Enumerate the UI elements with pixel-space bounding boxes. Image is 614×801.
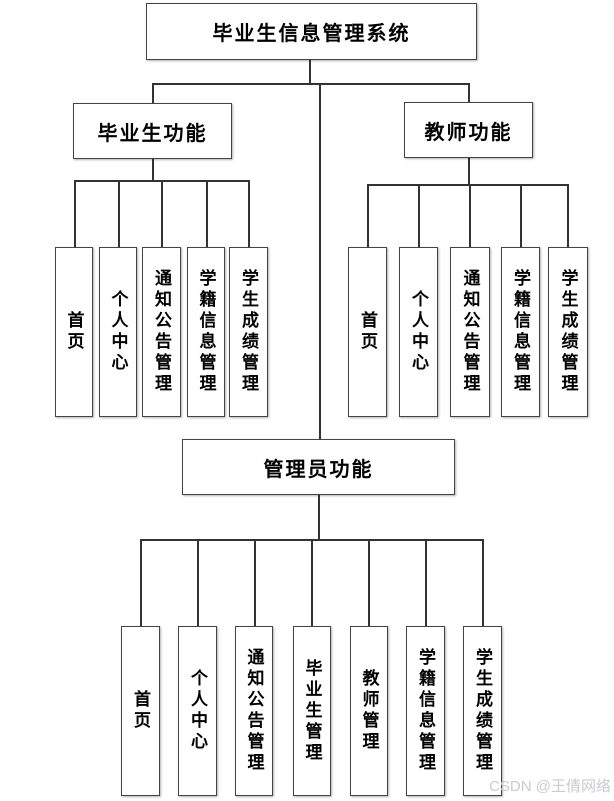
admin-leaf-grade-management: 学生成绩管理 <box>463 626 502 796</box>
connector-line <box>368 539 370 626</box>
teacher-leaf-home: 首页 <box>348 247 387 417</box>
connector-line <box>309 60 311 83</box>
connector-line <box>468 83 470 102</box>
connector-line <box>367 184 369 247</box>
root-node: 毕业生信息管理系统 <box>146 3 477 60</box>
graduate-leaf-personal-center: 个人中心 <box>99 247 137 417</box>
admin-leaf-home: 首页 <box>121 626 160 796</box>
connector-line <box>469 184 471 247</box>
connector-line <box>425 539 427 626</box>
teacher-leaf-personal-center: 个人中心 <box>399 247 438 417</box>
teacher-branch-node: 教师功能 <box>404 102 533 158</box>
graduate-leaf-student-status-management: 学籍信息管理 <box>187 247 225 417</box>
teacher-leaf-grade-management: 学生成绩管理 <box>548 247 588 417</box>
teacher-leaf-notice-management: 通知公告管理 <box>450 247 490 417</box>
graduate-branch-node: 毕业生功能 <box>73 103 232 159</box>
connector-line <box>248 180 250 247</box>
admin-leaf-graduate-management: 毕业生管理 <box>293 626 331 796</box>
connector-line <box>482 539 484 626</box>
graduate-leaf-home: 首页 <box>55 247 93 417</box>
connector-line <box>152 83 154 103</box>
connector-line <box>161 180 163 247</box>
admin-leaf-personal-center: 个人中心 <box>178 626 217 796</box>
connector-line <box>118 180 120 247</box>
connector-line <box>197 539 199 626</box>
connector-line <box>418 184 420 247</box>
connector-line <box>367 184 568 186</box>
watermark: CSDN @王倩网络 <box>489 778 611 795</box>
graduate-leaf-grade-management: 学生成绩管理 <box>229 247 268 417</box>
connector-line <box>206 180 208 247</box>
connector-line <box>152 159 154 180</box>
connector-line <box>468 158 470 184</box>
admin-leaf-teacher-management: 教师管理 <box>350 626 388 796</box>
connector-line <box>74 180 76 247</box>
connector-line <box>520 184 522 247</box>
connector-line <box>311 539 313 626</box>
admin-branch-node: 管理员功能 <box>182 439 455 495</box>
connector-line <box>254 539 256 626</box>
connector-line <box>319 83 321 439</box>
graduate-leaf-notice-management: 通知公告管理 <box>142 247 181 417</box>
admin-leaf-student-status-management: 学籍信息管理 <box>406 626 445 796</box>
connector-line <box>140 539 142 626</box>
connector-line <box>567 184 569 247</box>
connector-line <box>152 83 469 85</box>
connector-line <box>318 495 320 539</box>
teacher-leaf-student-status-management: 学籍信息管理 <box>501 247 540 417</box>
admin-leaf-notice-management: 通知公告管理 <box>235 626 273 796</box>
